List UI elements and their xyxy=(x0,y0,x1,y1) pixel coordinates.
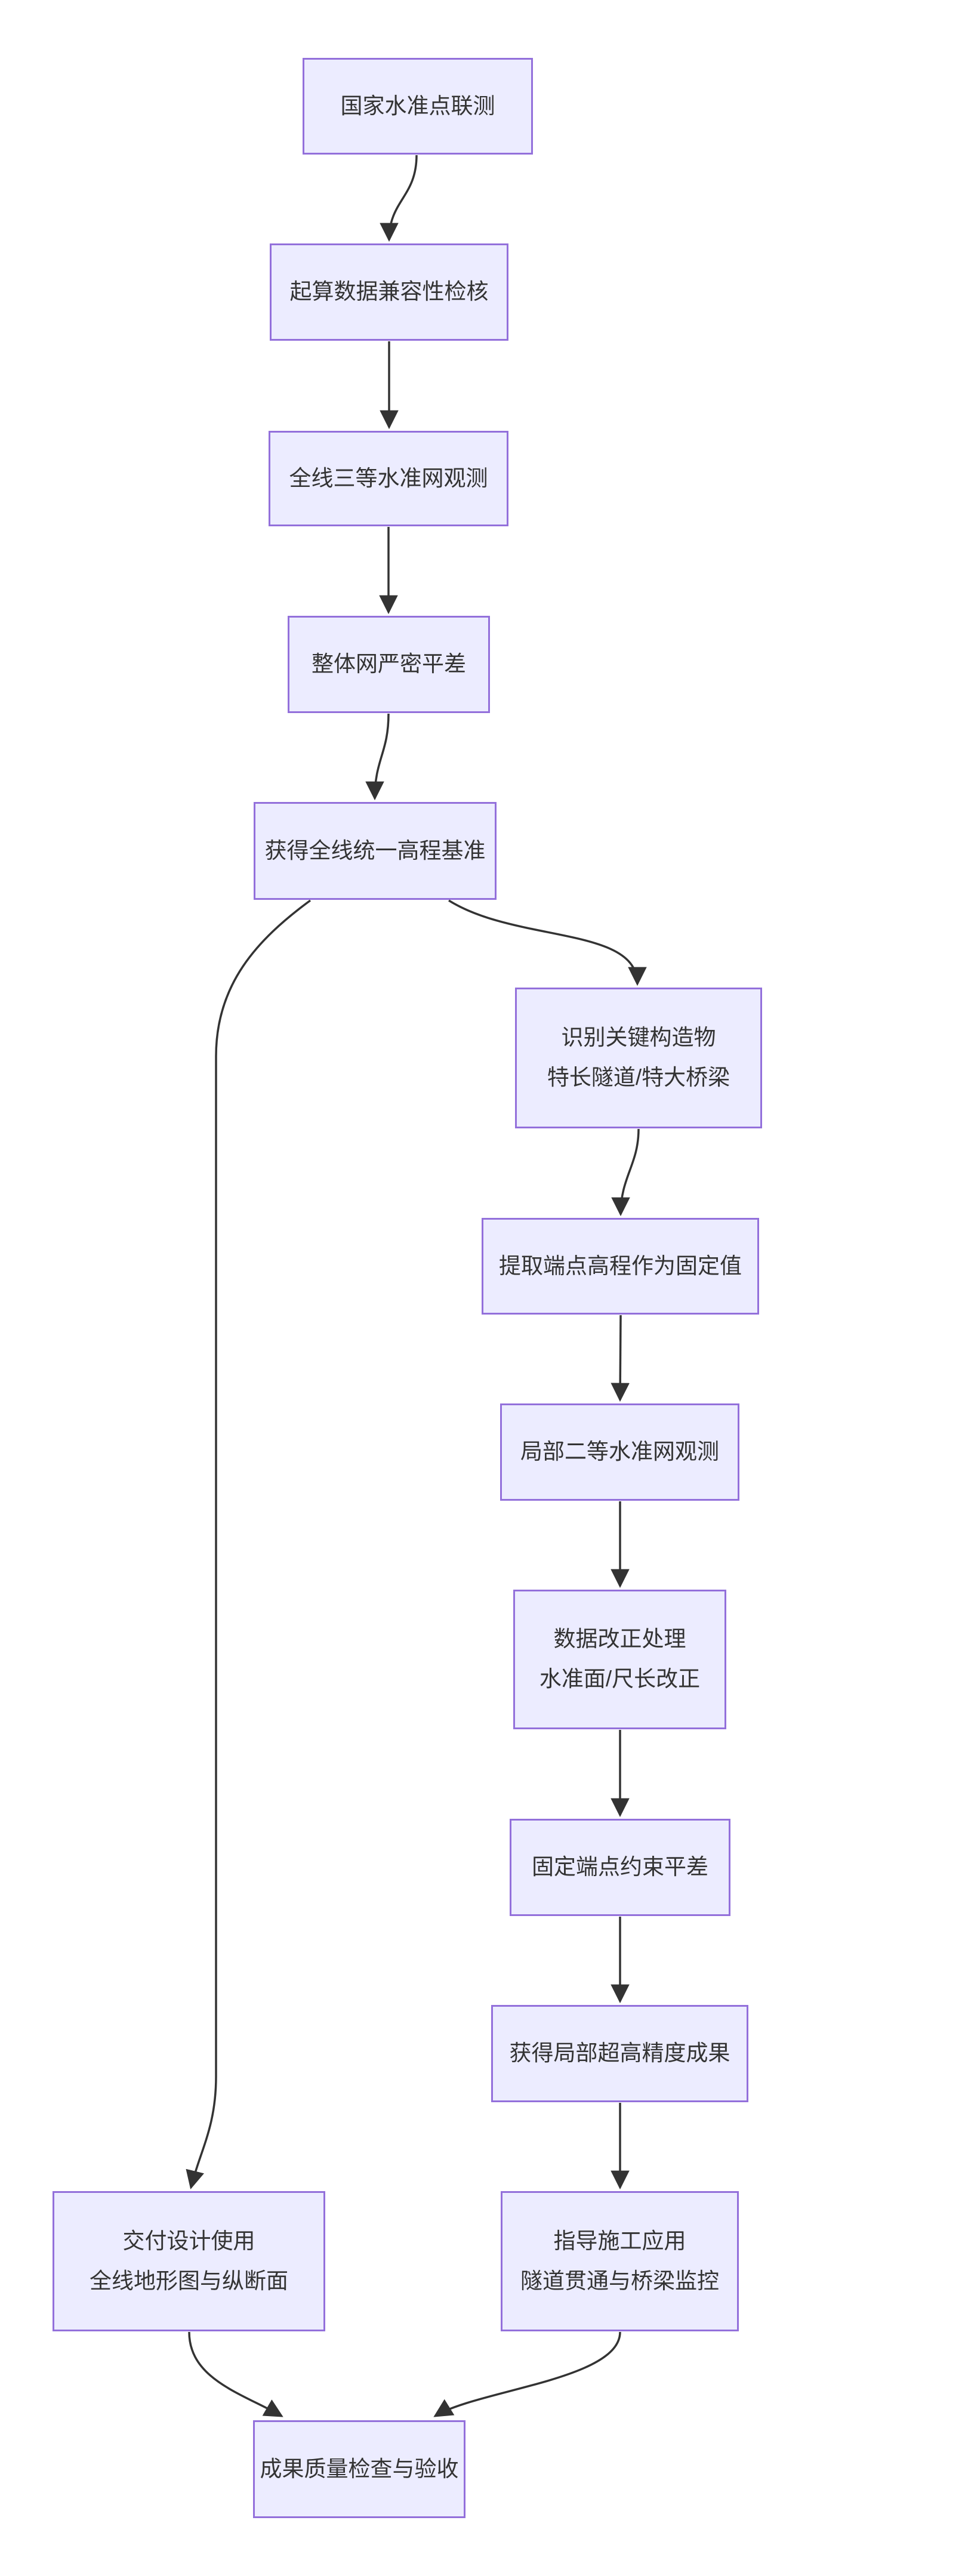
node-national-level-point: 国家水准点联测 xyxy=(303,58,533,155)
node-identify-key-structures: 识别关键构造物 特长隧道/特大桥梁 xyxy=(515,988,762,1128)
edge-F-G xyxy=(611,1128,640,1217)
node-local-high-precision-results: 获得局部超高精度成果 xyxy=(491,2005,748,2102)
node-label: 获得局部超高精度成果 xyxy=(509,2041,730,2066)
edge-G-H xyxy=(611,1315,630,1402)
node-label: 特长隧道/特大桥梁 xyxy=(547,1065,730,1090)
node-label: 局部二等水准网观测 xyxy=(520,1439,719,1464)
node-label: 识别关键构造物 xyxy=(561,1025,716,1050)
node-unified-height-datum: 获得全线统一高程基准 xyxy=(254,802,497,900)
node-construction-application-guidance: 指导施工应用 隧道贯通与桥梁监控 xyxy=(501,2191,739,2331)
node-design-delivery: 交付设计使用 全线地形图与纵断面 xyxy=(53,2191,325,2331)
node-label: 国家水准点联测 xyxy=(340,93,495,118)
edge-D-E xyxy=(365,713,390,801)
node-fixed-endpoint-constrained-adjustment: 固定端点约束平差 xyxy=(510,1819,730,1916)
edge-E-M xyxy=(186,899,312,2190)
node-label: 提取端点高程作为固定值 xyxy=(499,1253,742,1278)
edge-A-B xyxy=(380,155,418,242)
edge-L-N xyxy=(433,2331,621,2417)
node-label: 隧道贯通与桥梁监控 xyxy=(520,2268,719,2293)
node-label: 起算数据兼容性检核 xyxy=(289,279,489,304)
edge-E-F xyxy=(448,899,647,986)
node-label: 整体网严密平差 xyxy=(312,652,466,677)
node-quality-check-acceptance: 成果质量检查与验收 xyxy=(253,2420,465,2518)
node-label: 全线地形图与纵断面 xyxy=(90,2268,288,2293)
node-label: 交付设计使用 xyxy=(122,2228,255,2253)
node-label: 水准面/尺长改正 xyxy=(539,1667,701,1691)
node-extract-endpoint-heights: 提取端点高程作为固定值 xyxy=(482,1218,759,1315)
edge-M-N xyxy=(188,2331,283,2417)
node-third-order-leveling-network: 全线三等水准网观测 xyxy=(269,431,508,526)
node-label: 全线三等水准网观测 xyxy=(289,465,488,490)
node-datum-compatibility-check: 起算数据兼容性检核 xyxy=(270,243,508,341)
node-label: 成果质量检查与验收 xyxy=(260,2456,459,2481)
node-label: 固定端点约束平差 xyxy=(532,1855,708,1880)
node-data-correction-processing: 数据改正处理 水准面/尺长改正 xyxy=(513,1590,726,1729)
node-rigorous-network-adjustment: 整体网严密平差 xyxy=(288,616,490,713)
node-label: 获得全线统一高程基准 xyxy=(264,838,486,863)
node-local-second-order-leveling: 局部二等水准网观测 xyxy=(500,1403,739,1501)
node-label: 指导施工应用 xyxy=(553,2228,686,2253)
node-label: 数据改正处理 xyxy=(553,1627,686,1652)
